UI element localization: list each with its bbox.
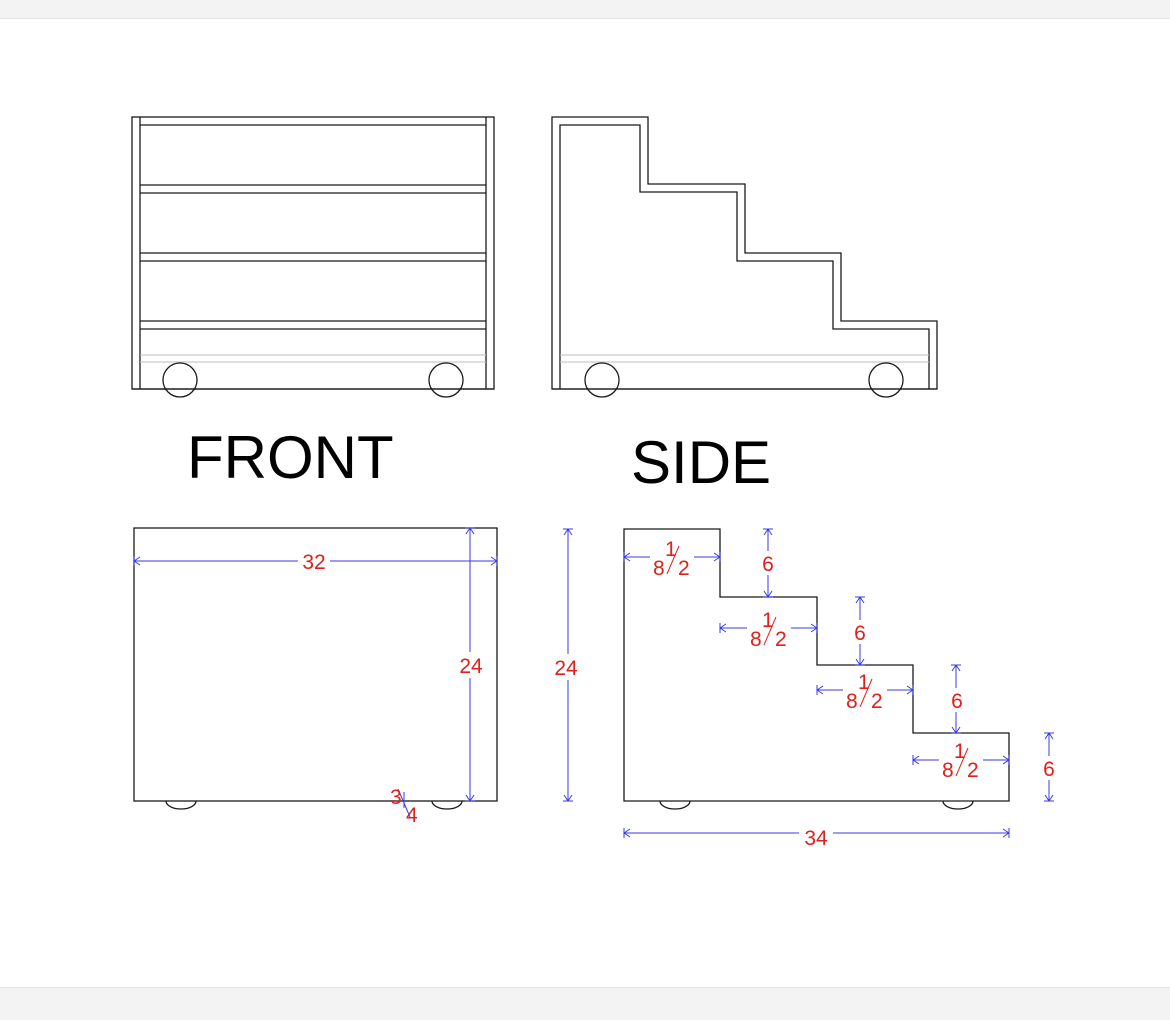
step-2-depth-den: 2 [775,628,787,651]
front-base-ghost [140,354,486,363]
front-width-label: 32 [302,551,325,574]
side-height-dimension: 24 [552,528,582,802]
step-2-depth-dimension: 8 1 2 [719,609,818,651]
front-shelf-2 [140,252,486,262]
step-3-depth-whole: 8 [846,690,858,713]
front-right-wheel [428,362,464,398]
side-right-wheel [868,362,904,398]
front-shelf-1 [140,184,486,194]
front-height-dimension: 24 [456,527,486,802]
side-title: SIDE [631,429,771,496]
front-left-wheel [162,362,198,398]
step-3-rise-label: 6 [951,690,963,713]
front-dimension-view: 32 24 3 4 [133,527,498,827]
side-depth-dimension: 34 [623,823,1010,850]
front-title: FRONT [187,424,394,491]
front-height-label: 24 [459,655,483,678]
step-4-depth-den: 2 [967,759,979,782]
thickness-numerator: 3 [390,786,402,809]
step-3-depth-num: 1 [858,671,870,694]
step-1-depth-whole: 8 [653,557,665,580]
side-dimension-view: 24 34 8 1 2 6 [552,528,1060,850]
side-left-wheel [584,362,620,398]
step-1-depth-num: 1 [665,538,677,561]
step-1-rise-dimension: 6 [757,528,779,598]
front-width-dimension: 32 [133,550,498,574]
side-dim-right-wheel [942,800,974,810]
drawing-sheet [0,18,1170,988]
side-outline [551,116,938,390]
step-2-depth-whole: 8 [750,628,762,651]
step-4-depth-num: 1 [954,740,966,763]
step-1-depth-dimension: 8 1 2 [623,538,721,580]
front-shelf-3 [140,320,486,330]
step-1-rise-label: 6 [762,553,774,576]
step-4-depth-dimension: 8 1 2 [912,740,1010,782]
step-2-rise-dimension: 6 [849,596,871,666]
step-3-rise-dimension: 6 [945,664,967,734]
front-dim-right-wheel [431,800,463,810]
step-3-depth-dimension: 8 1 2 [816,671,914,713]
step-1-depth-den: 2 [678,557,690,580]
step-2-rise-label: 6 [854,622,866,645]
front-thickness-dimension: 3 4 [390,786,418,827]
thickness-denominator: 4 [406,804,418,827]
side-dim-left-wheel [659,800,691,810]
side-depth-label: 34 [804,827,828,850]
side-view [551,116,938,398]
front-dim-outline [133,527,498,802]
step-4-rise-dimension: 6 [1038,732,1060,802]
step-2-depth-num: 1 [762,609,774,632]
side-height-label: 24 [554,657,578,680]
step-3-depth-den: 2 [871,690,883,713]
front-dim-left-wheel [165,800,197,810]
step-4-rise-label: 6 [1043,758,1055,781]
side-base-ghost [560,354,929,363]
front-view [131,116,495,398]
step-4-depth-whole: 8 [942,759,954,782]
